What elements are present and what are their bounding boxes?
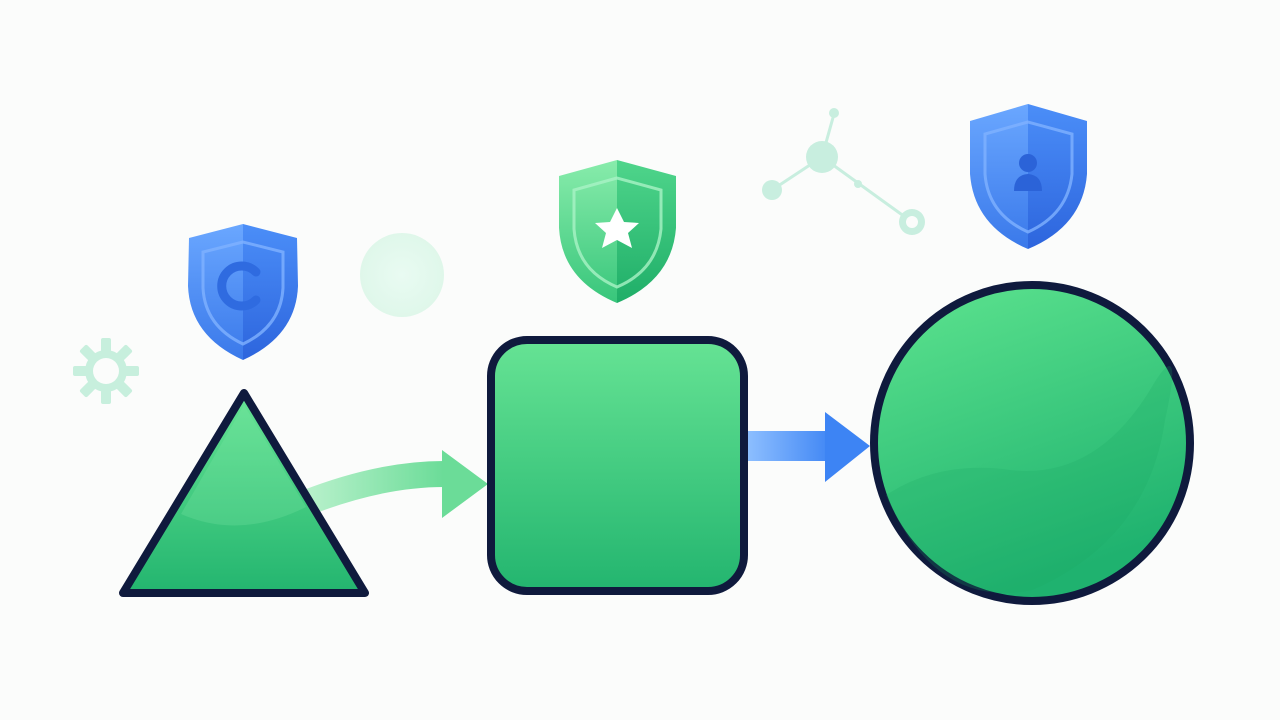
shield-person-icon: [970, 104, 1087, 249]
straight-arrow: [745, 412, 870, 482]
rounded-square-shape: [487, 336, 748, 595]
triangle-shape: [119, 389, 369, 597]
curved-arrow: [293, 450, 488, 518]
circle-shape: [870, 281, 1194, 605]
shield-c-icon: [188, 224, 298, 360]
shield-star-icon: [559, 160, 676, 303]
soft-circle: [360, 233, 444, 317]
network-node-icon: [762, 108, 925, 235]
gear-icon: [73, 338, 139, 404]
